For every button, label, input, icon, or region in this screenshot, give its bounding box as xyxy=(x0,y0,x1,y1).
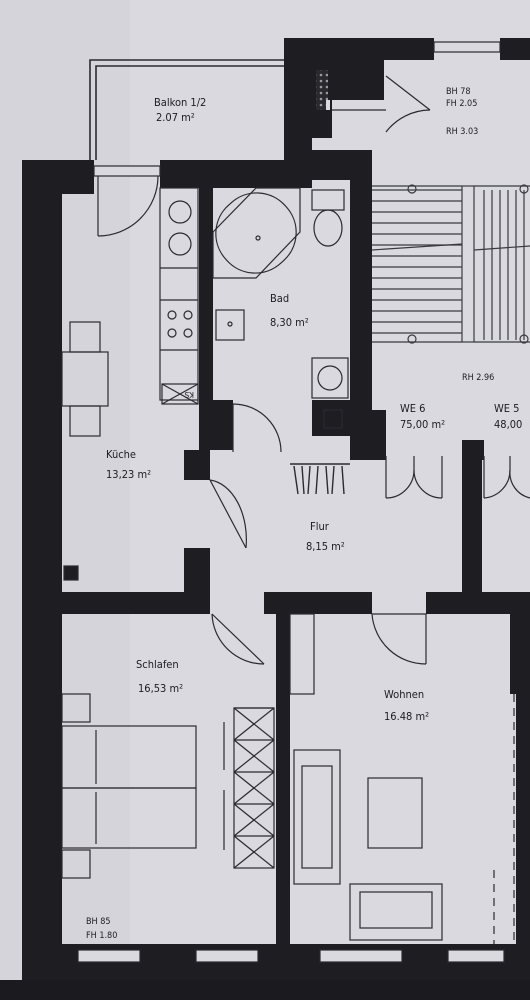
wardrobe-cross xyxy=(233,771,275,805)
flur-area: 8,15 m² xyxy=(306,540,345,553)
bottom-fh: FH 1.80 xyxy=(86,931,117,941)
wardrobe-cross xyxy=(233,835,275,869)
stair-rh: RH 2.96 xyxy=(462,373,494,383)
chimney-shaft xyxy=(316,70,328,110)
walls xyxy=(0,38,530,1000)
wohnen-name: Wohnen xyxy=(384,688,424,701)
top-rh: RH 3.03 xyxy=(446,127,478,137)
we6-name: WE 6 xyxy=(400,402,425,415)
schlafen-name: Schlafen xyxy=(136,658,179,671)
ks-symbol: KS xyxy=(184,390,194,399)
balcony-outline xyxy=(89,59,284,160)
bad-name: Bad xyxy=(270,292,289,305)
living-furniture xyxy=(289,613,515,944)
balkon-area: 2.07 m² xyxy=(156,111,195,124)
wardrobe-cross xyxy=(233,803,275,837)
labels: Balkon 1/2 2.07 m² Bad 8,30 m² Küche 13,… xyxy=(106,96,522,723)
flur-wardrobe xyxy=(290,463,350,495)
schlafen-area: 16,53 m² xyxy=(138,682,183,695)
bedroom-furniture xyxy=(61,693,275,879)
doors xyxy=(97,75,530,665)
height-labels: BH 78 FH 2.05 RH 3.03 RH 2.96 BH 85 FH 1… xyxy=(86,87,494,941)
wardrobe-cross xyxy=(233,707,275,741)
kitchen-furniture xyxy=(61,187,199,581)
windows xyxy=(77,41,505,963)
we5-area: 48,00 xyxy=(494,418,522,431)
top-bh: BH 78 xyxy=(446,87,471,97)
wardrobe-cross xyxy=(233,739,275,773)
bottom-bh: BH 85 xyxy=(86,917,111,927)
kueche-area: 13,23 m² xyxy=(106,468,151,481)
we6-area: 75,00 m² xyxy=(400,418,445,431)
wohnen-area: 16.48 m² xyxy=(384,710,429,723)
top-fh: FH 2.05 xyxy=(446,99,477,109)
we5-name: WE 5 xyxy=(494,402,519,415)
balkon-name: Balkon 1/2 xyxy=(154,96,206,109)
bad-area: 8,30 m² xyxy=(270,316,309,329)
bath-fixtures xyxy=(212,187,349,429)
kueche-name: Küche xyxy=(106,448,136,461)
staircase xyxy=(371,184,530,344)
flur-name: Flur xyxy=(310,520,330,533)
